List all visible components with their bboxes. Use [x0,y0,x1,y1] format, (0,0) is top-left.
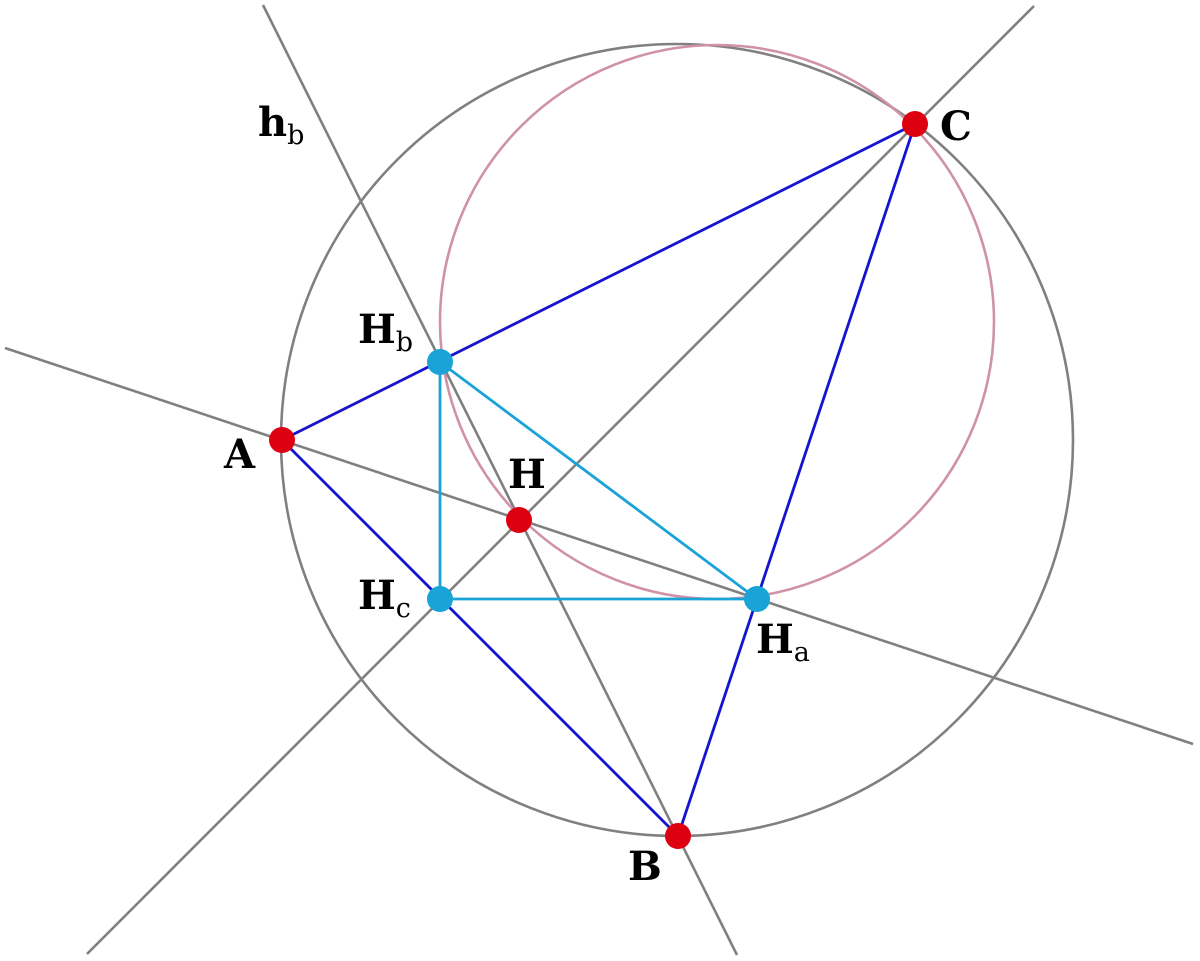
altitude-line-b [261,4,739,956]
label-b: B [628,843,662,890]
orthic-triangle [438,360,758,601]
side-ac [281,122,916,442]
side-hb-ha [439,360,758,601]
point-h [506,507,532,533]
circumcircle [279,42,1075,838]
side-ab [281,439,679,837]
label-ha-sub: a [794,637,810,668]
altitude-line-c [86,5,1035,955]
side-bc [676,123,917,837]
point-c [902,111,928,137]
label-ha-main: H [756,616,794,663]
point-b [665,823,691,849]
triangle-abc [281,122,917,837]
altitude-line-a [4,346,1194,746]
point-a [269,427,295,453]
point-hb [427,349,453,375]
label-c: C [940,103,972,150]
label-a: A [223,431,256,478]
vertex-points [269,111,928,849]
label-hb: Hb [358,306,413,358]
point-ha [744,586,770,612]
label-hb-sub: b [396,327,413,358]
label-hb-line: hb [258,99,304,151]
label-hc: Hc [358,572,411,624]
label-hb-main: H [358,306,396,353]
label-hc-sub: c [396,593,411,624]
label-hb-line-sub: b [287,120,304,151]
foot-points [427,349,770,612]
label-ha: Ha [756,616,810,668]
point-hc [427,586,453,612]
label-hb-line-main: h [258,99,287,146]
label-hc-main: H [358,572,396,619]
label-h: H [508,451,546,498]
